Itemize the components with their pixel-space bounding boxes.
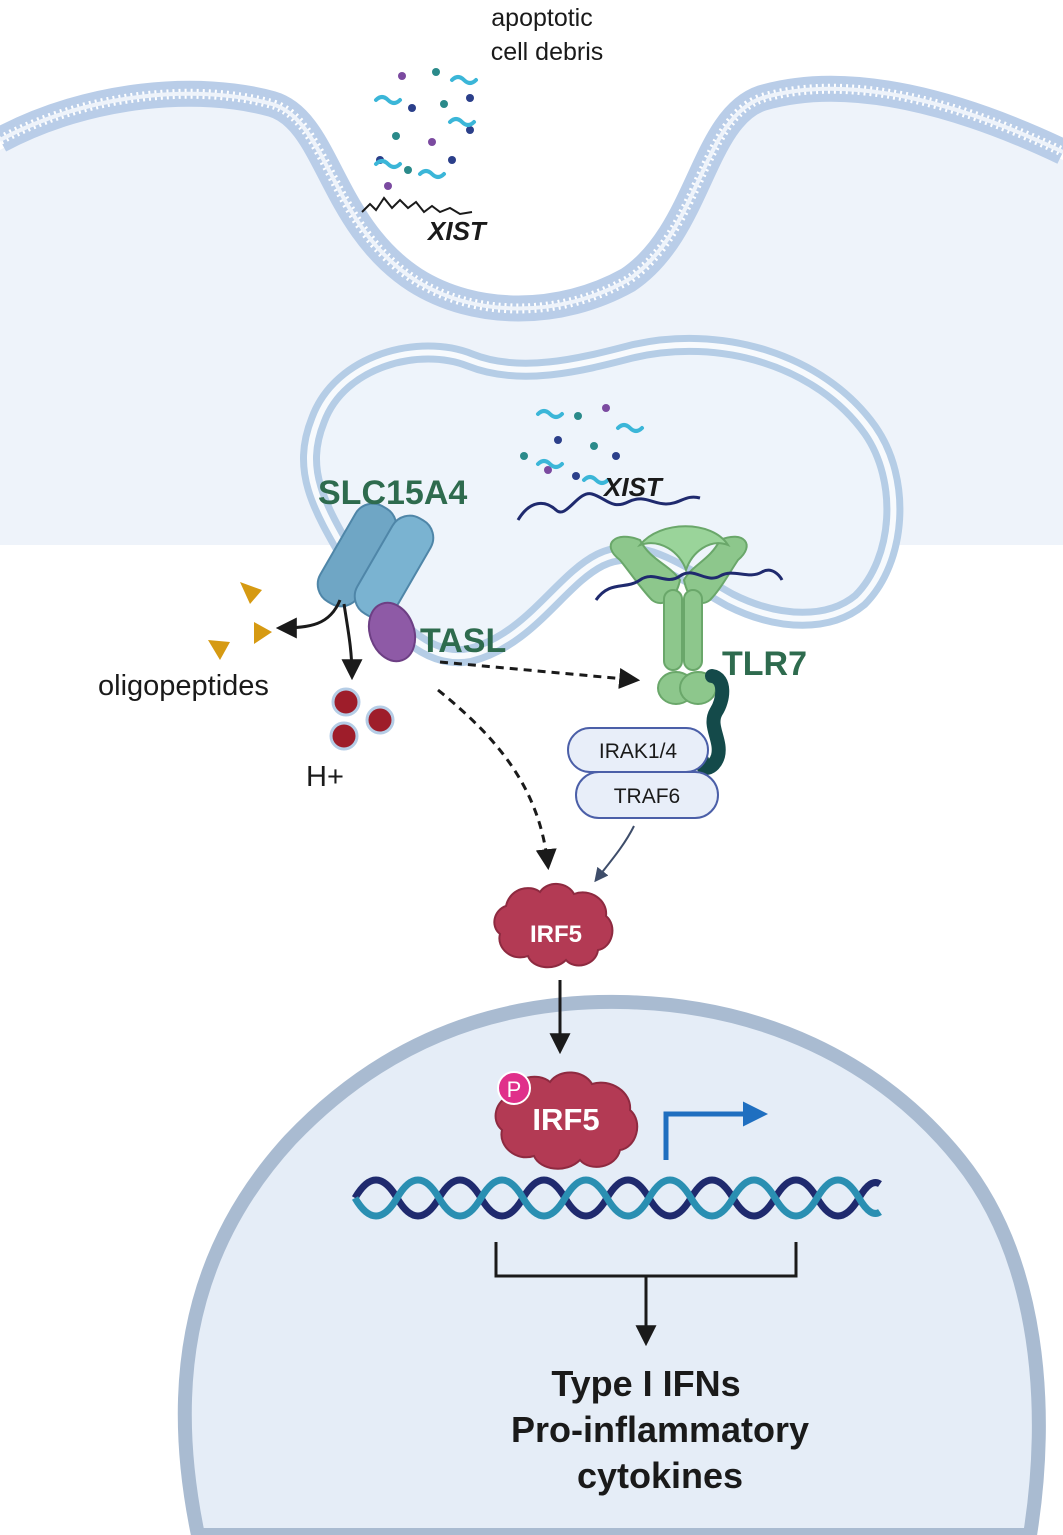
- xist-label-top: XIST: [426, 216, 488, 246]
- slc15a4-transporter: [316, 502, 435, 620]
- oligopeptide-triangles: [208, 582, 272, 660]
- traf6-protein: [575, 771, 719, 819]
- xist-label-endosome: XIST: [602, 472, 664, 502]
- slc15a4-label: SLC15A4: [318, 474, 467, 512]
- oligopeptide-export-arrow: [275, 599, 342, 639]
- output-label-line3: cytokines: [577, 1455, 743, 1496]
- oligopeptides-label: oligopeptides: [98, 670, 269, 702]
- transcription-start-arrow: [663, 1101, 768, 1160]
- irf5-cytoplasmic: [493, 883, 614, 969]
- irf5-label-nuclear: IRF5: [532, 1102, 599, 1137]
- irak-label: IRAK1/4: [599, 740, 678, 763]
- dna-double-helix: [351, 1176, 882, 1220]
- tlr7-receptor: [609, 525, 748, 705]
- tasl-to-tlr7-arrow: [439, 660, 641, 689]
- xist-rna-endosome: [516, 492, 701, 521]
- debris-label-line2: cell debris: [491, 38, 604, 66]
- debris-fragments-top: [374, 68, 478, 190]
- irf5-label-cytoplasmic: IRF5: [530, 921, 582, 948]
- tasl-label: TASL: [420, 622, 506, 660]
- debris-fragments-endosome: [520, 404, 644, 485]
- plasma-membrane: [0, 75, 1063, 322]
- irf5-nuclear: [494, 1071, 639, 1170]
- tasl-protein: [367, 601, 417, 663]
- output-label-line2: Pro-inflammatory: [511, 1409, 809, 1450]
- tlr7-tir-domain: [694, 669, 730, 775]
- traf6-label: TRAF6: [614, 785, 681, 808]
- nucleus: [177, 994, 1046, 1535]
- debris-label-line1: apoptotic: [491, 4, 592, 32]
- proton-label: H+: [306, 761, 344, 793]
- phospho-label: P: [507, 1077, 522, 1102]
- proton-export-arrow: [341, 603, 363, 681]
- traf6-to-irf5-arrow: [594, 825, 635, 883]
- xist-rna-top: [361, 196, 473, 216]
- output-label-line1: Type I IFNs: [551, 1363, 740, 1404]
- tlr7-bound-rna: [594, 568, 784, 601]
- phospho-group-icon: [497, 1071, 531, 1105]
- tlr7-label: TLR7: [722, 645, 807, 683]
- protons: [329, 687, 395, 751]
- tasl-to-irf5-arrow: [437, 688, 557, 871]
